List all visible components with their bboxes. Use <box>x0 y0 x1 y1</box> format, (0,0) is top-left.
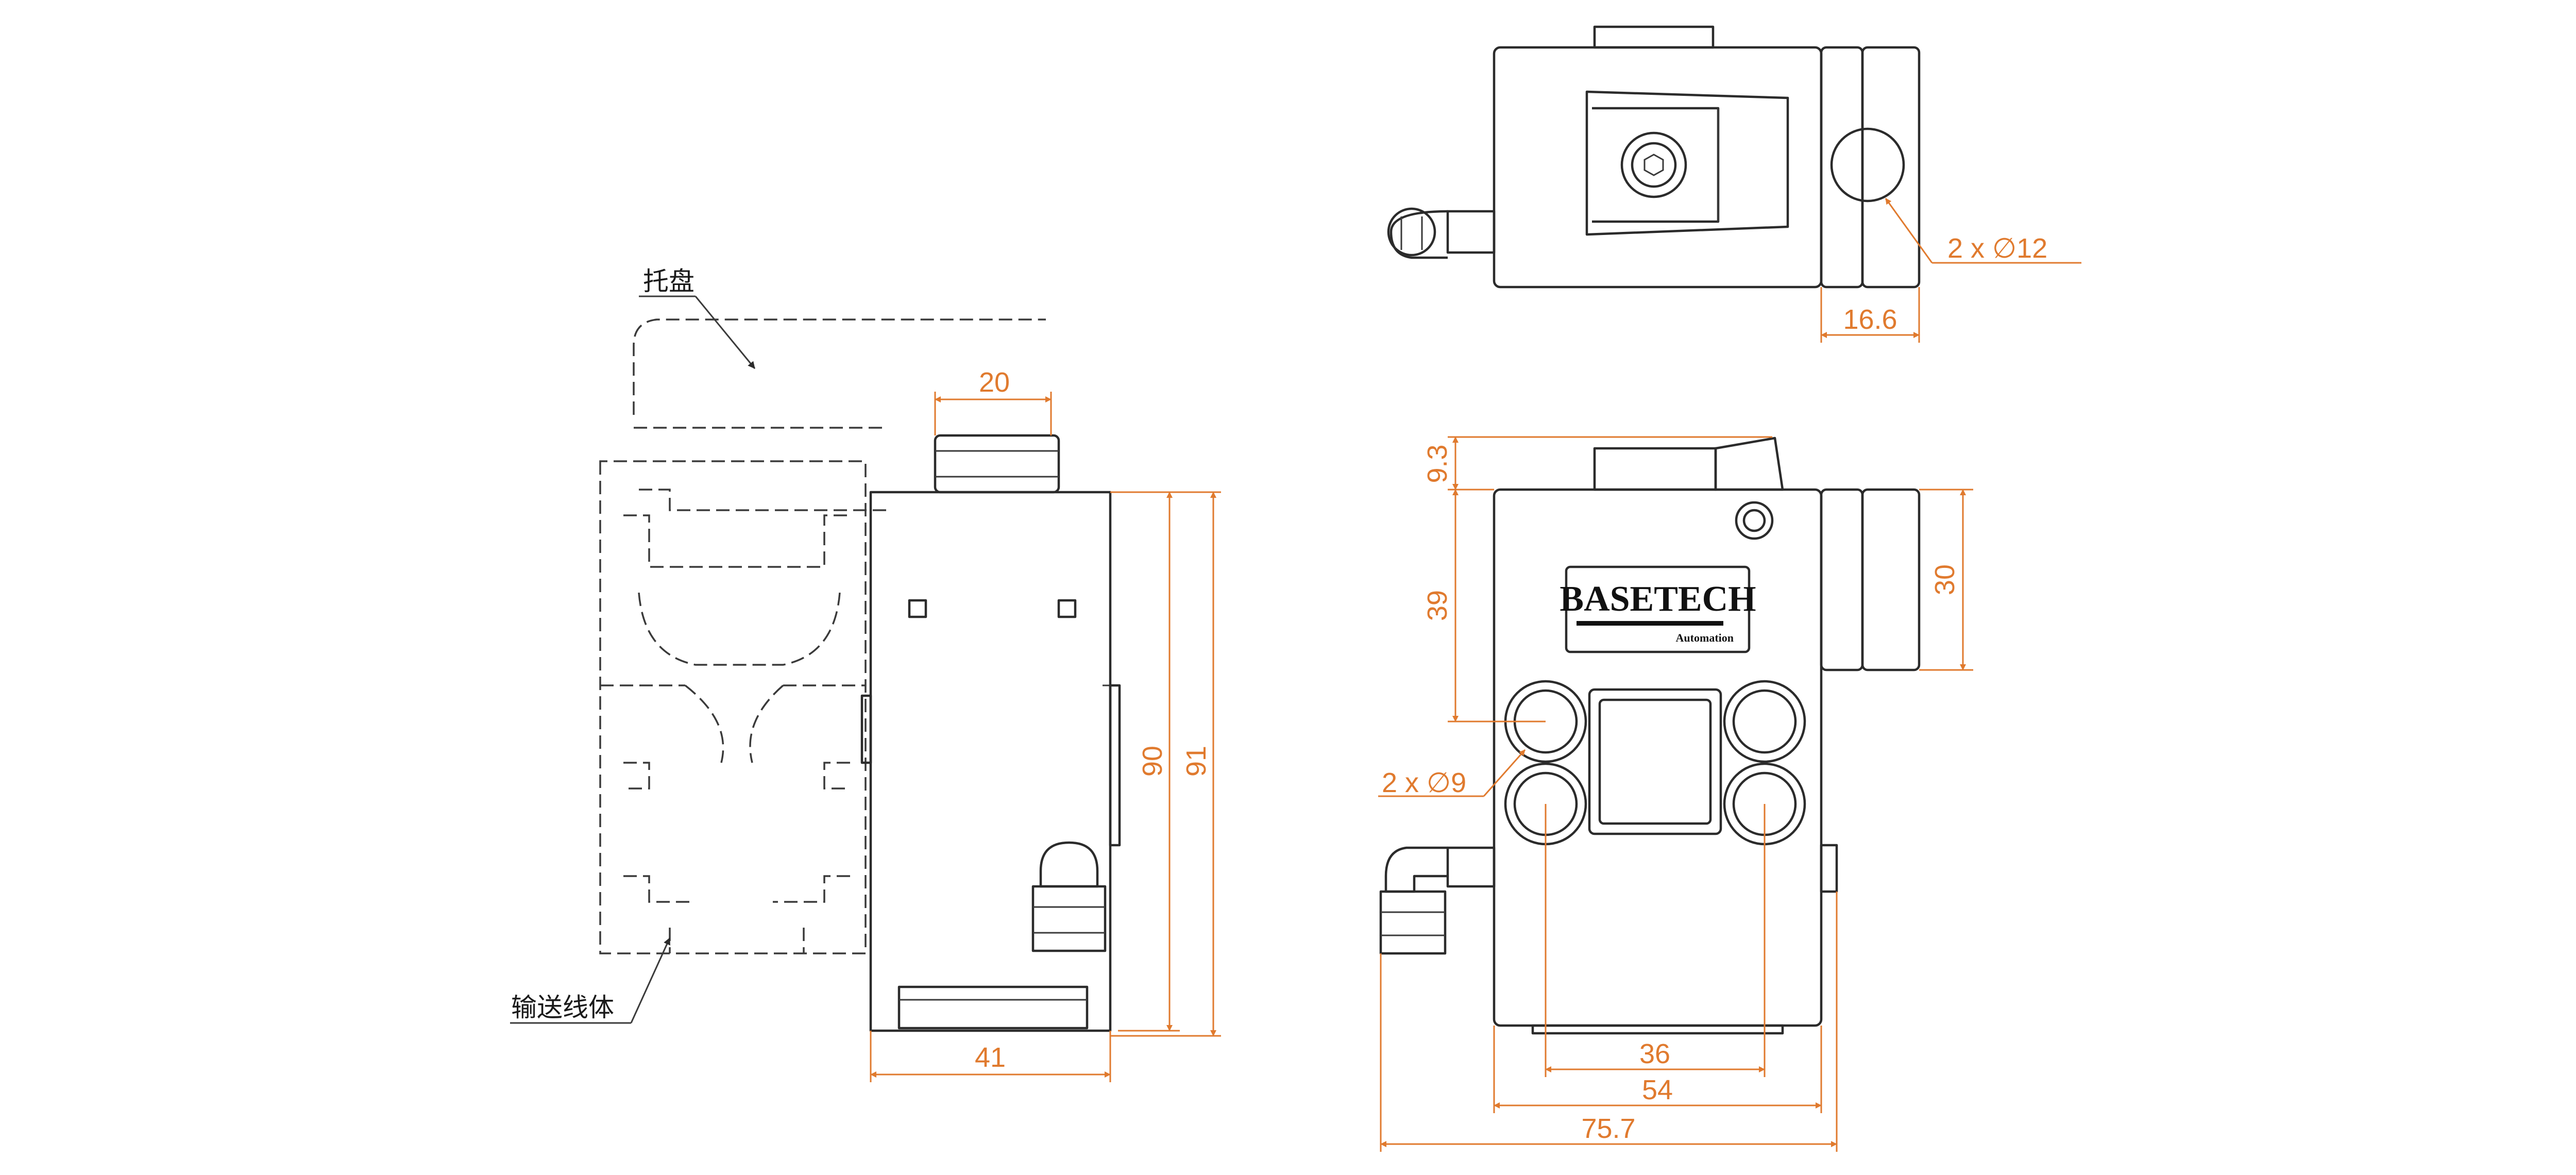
logo-plate <box>1565 565 1751 653</box>
svg-text:30: 30 <box>1929 564 1960 595</box>
top-cap <box>1593 25 1715 49</box>
dimension-91: 91 <box>1110 491 1221 1037</box>
svg-text:2 x ∅9: 2 x ∅9 <box>1382 767 1466 798</box>
air-fitting-top <box>1387 207 1496 259</box>
conveyor-profile <box>599 460 867 954</box>
svg-text:75.7: 75.7 <box>1581 1113 1635 1144</box>
cylinder-body-top <box>1493 46 1823 289</box>
air-fitting-side <box>1031 841 1107 952</box>
air-fitting-front <box>1379 846 1496 955</box>
svg-text:16.6: 16.6 <box>1843 304 1897 335</box>
dimension-16-6: 16.6 <box>1820 287 1920 343</box>
svg-text:90: 90 <box>1137 746 1168 777</box>
center-port <box>1588 688 1722 835</box>
stopper-plate <box>897 985 1089 1030</box>
front-cap <box>1593 447 1717 491</box>
svg-text:20: 20 <box>979 367 1010 398</box>
dimension-2x12: 2 x ∅12 <box>1885 198 2081 264</box>
clamp-left-front <box>1820 488 1864 672</box>
svg-text:54: 54 <box>1642 1075 1673 1105</box>
clamp-bore <box>1830 127 1905 203</box>
mounting-holes <box>1504 680 1806 846</box>
top-view: 2 x ∅12 16.6 <box>1387 25 2081 343</box>
svg-text:39: 39 <box>1422 590 1453 621</box>
dimension-90: 90 <box>1118 491 1180 1032</box>
dimension-41: 41 <box>870 1031 1111 1082</box>
brand-name: BASETECH <box>1560 579 1756 619</box>
dimension-75-7: 75.7 <box>1380 892 1838 1152</box>
dimension-30: 30 <box>1919 489 1973 671</box>
dimension-2x9: 2 x ∅9 <box>1378 749 1526 798</box>
side-view: 托盘 输送线体 20 41 90 91 <box>510 266 1221 1082</box>
clamp-right-top <box>1861 46 1921 289</box>
dimension-9-3: 9.3 <box>1422 436 1772 491</box>
label-conveyor-body: 输送线体 <box>511 993 614 1022</box>
dimension-39: 39 <box>1422 489 1546 723</box>
dimension-36: 36 <box>1545 804 1766 1077</box>
svg-text:36: 36 <box>1639 1038 1670 1069</box>
tray-outline <box>633 318 1046 511</box>
clamp-right-front <box>1861 488 1921 672</box>
cylinder-rod-cap <box>934 434 1060 494</box>
svg-text:41: 41 <box>975 1042 1006 1073</box>
dimension-20: 20 <box>934 367 1052 435</box>
brand-subtitle: Automation <box>1676 631 1734 644</box>
cylinder-body-front <box>1493 488 1823 1027</box>
svg-text:9.3: 9.3 <box>1422 444 1453 483</box>
svg-text:2 x ∅12: 2 x ∅12 <box>1947 233 2047 264</box>
label-tray: 托盘 <box>643 266 694 296</box>
dimension-54: 54 <box>1493 1026 1822 1113</box>
hex-screw <box>1620 131 1687 198</box>
clamp-left-top <box>1820 46 1864 289</box>
svg-text:91: 91 <box>1181 746 1212 777</box>
front-view: BASETECH Automation <box>1378 436 1973 1152</box>
